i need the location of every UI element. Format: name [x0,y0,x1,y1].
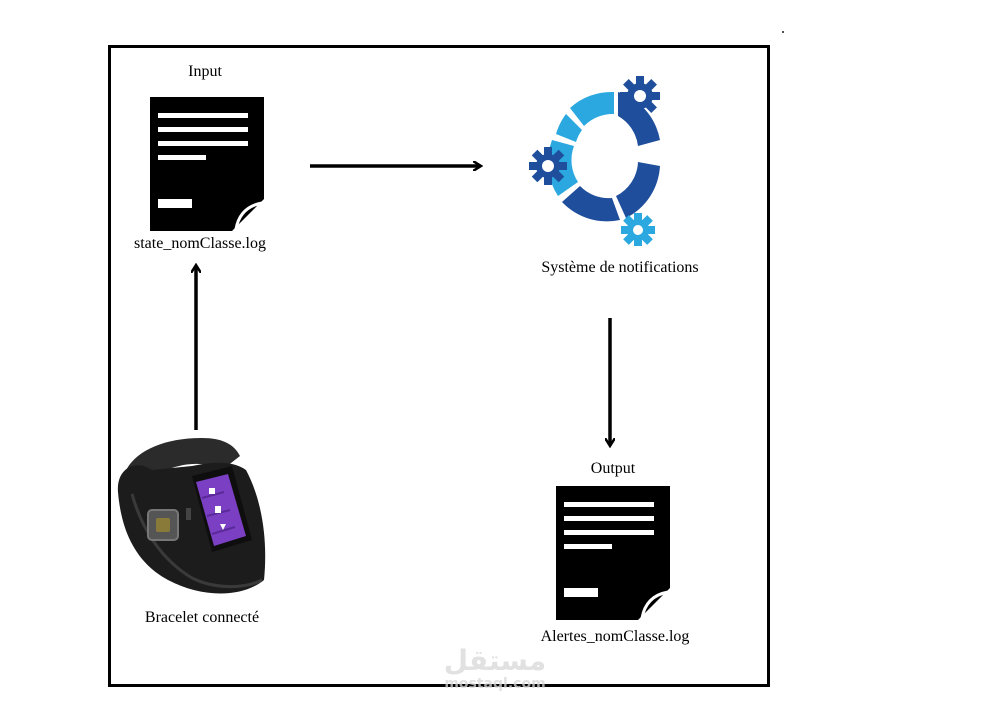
output-label: Output [590,460,636,477]
input-document-icon [150,97,264,231]
input-file-label: state_nomClasse.log [134,235,266,252]
watermark: مستقل mostaql.com [420,644,570,693]
gears-icon [529,76,660,246]
watermark-latin: mostaql.com [444,676,546,692]
output-document-icon [556,486,670,620]
watermark-arabic: مستقل [443,644,547,677]
device-label: Bracelet connecté [144,609,260,626]
stray-dot [782,31,784,33]
output-file-label: Alertes_nomClasse.log [540,628,690,645]
input-label: Input [188,63,222,80]
system-label: Système de notifications [541,259,699,276]
diagram-frame [108,45,770,687]
smart-bracelet-icon [117,438,266,594]
